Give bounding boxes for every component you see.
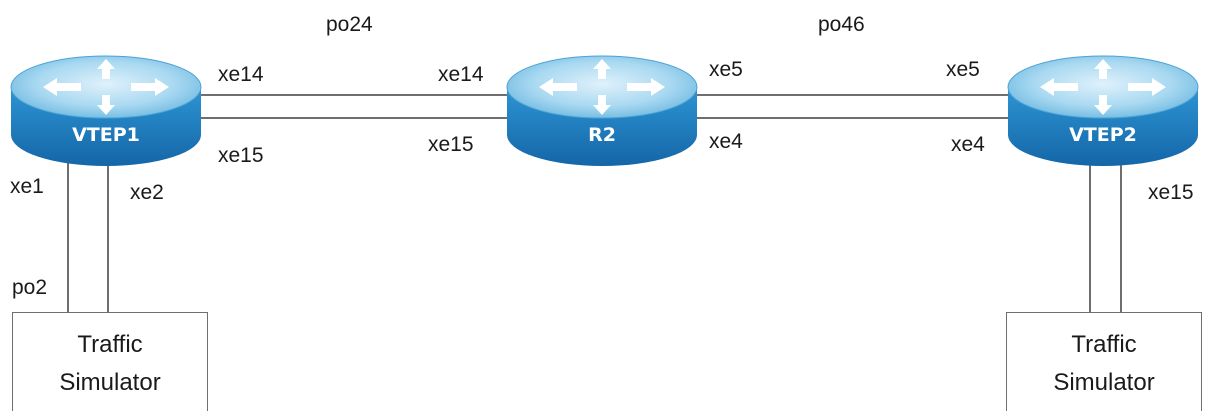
port-label-vtep2-xe15: xe15 xyxy=(1148,181,1194,204)
sim-left-line2: Simulator xyxy=(59,369,161,396)
vtep2-label: VTEP2 xyxy=(1069,124,1137,146)
bundle-label-po24: po24 xyxy=(326,13,373,36)
bundle-label-po46: po46 xyxy=(818,13,865,36)
port-label-r2-xe15: xe15 xyxy=(428,133,474,156)
port-label-r2-xe5: xe5 xyxy=(709,58,743,81)
sim-right-line2: Simulator xyxy=(1053,369,1155,396)
bundle-label-po2: po2 xyxy=(12,276,48,299)
port-label-vtep1-xe14: xe14 xyxy=(218,63,264,86)
port-label-vtep2-xe4: xe4 xyxy=(951,133,985,156)
router-icon-vtep2[interactable]: VTEP2 xyxy=(1007,55,1199,167)
traffic-simulator-left[interactable]: Traffic Simulator xyxy=(12,312,208,411)
port-label-vtep2-xe5: xe5 xyxy=(946,58,980,81)
router-icon-vtep1[interactable]: VTEP1 xyxy=(10,55,202,167)
vtep1-label: VTEP1 xyxy=(72,124,140,146)
port-label-vtep1-xe15: xe15 xyxy=(218,144,264,167)
sim-right-line1: Traffic xyxy=(1071,331,1137,358)
r2-label: R2 xyxy=(588,124,616,146)
router-icon-r2[interactable]: R2 xyxy=(506,55,698,167)
port-label-r2-xe4: xe4 xyxy=(709,130,743,153)
sim-left-line1: Traffic xyxy=(77,331,143,358)
traffic-simulator-right[interactable]: Traffic Simulator xyxy=(1006,312,1202,411)
port-label-r2-xe14: xe14 xyxy=(438,63,484,86)
port-label-xe1: xe1 xyxy=(10,175,44,198)
port-label-xe2: xe2 xyxy=(130,181,164,204)
